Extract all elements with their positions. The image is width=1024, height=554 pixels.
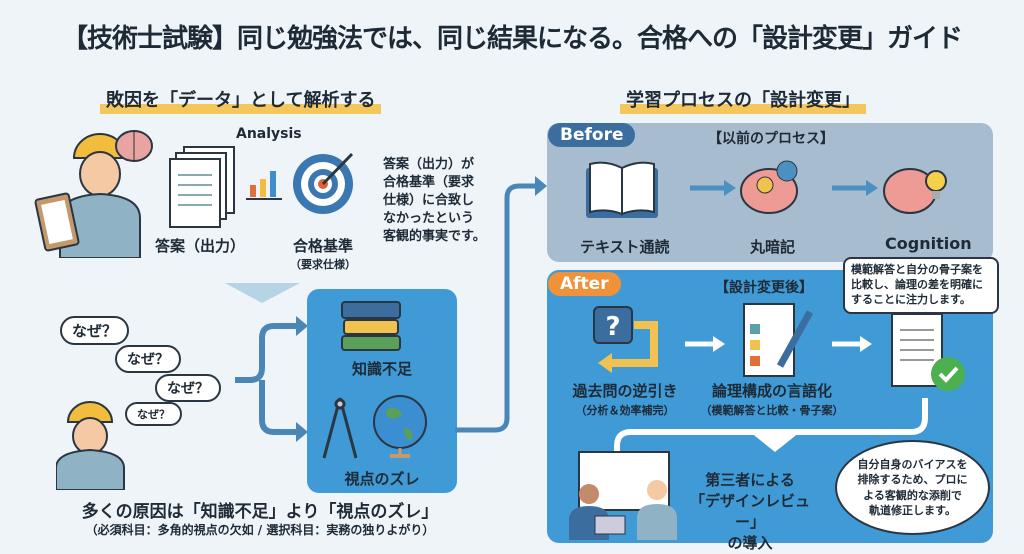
connector-arrow (455, 176, 547, 433)
question-reverse-icon: ? (593, 306, 658, 373)
approved-document-icon (891, 313, 965, 391)
after-badge: After (548, 272, 621, 296)
analysis-label: Analysis (236, 126, 302, 142)
criteria-sub: （要求仕様） (290, 258, 356, 271)
svg-text:?: ? (605, 312, 620, 342)
conclusion-sub: （必須科目：多角的視点の欠如 / 選択科目：実務の独りよがり） (85, 523, 435, 537)
left-heading: 敗因を「データ」として解析する (100, 86, 382, 114)
after-title: 【設計変更後】 (715, 280, 813, 296)
branch-arrows (235, 316, 308, 442)
review-label: 第三者による「デザインレビュー」の導入 (690, 471, 811, 552)
arrow-right-icon (832, 336, 872, 352)
fact-text: 答案（出力）が合格基準（要求仕様）に合致しなかったという客観的事実です。 (383, 157, 486, 244)
cause-knowledge: 知識不足 (351, 360, 412, 378)
cause-perspective: 視点のズレ (344, 470, 420, 488)
after-step-1-sub: （分析＆効率補完） (575, 404, 675, 417)
right-heading: 学習プロセスの「設計変更」 (620, 86, 866, 114)
target-icon (293, 152, 354, 214)
before-step-1: テキスト通読 (580, 238, 670, 256)
thinking-engineer-icon (56, 401, 125, 490)
why-bubble-1: なぜ？ (60, 316, 130, 345)
compass-and-globe-icon (322, 395, 427, 459)
review-note-bubble: 自分自身のバイアスを排除するため、プロによる客観的な添削で軌道修正します。 (835, 440, 990, 535)
brain-lightbulb-icon (883, 168, 947, 214)
brain-gears-icon (740, 160, 798, 214)
why-bubble-4: なぜ？ (125, 402, 182, 426)
after-step-1: 過去問の逆引き (572, 382, 678, 400)
before-step-3: Cognition (885, 234, 972, 253)
engineer-with-clipboard-icon (34, 133, 141, 258)
criteria-label: 合格基準 (292, 237, 353, 255)
brain-icon (115, 130, 153, 162)
after-step-2-sub: （模範解答と比較・骨子案） (700, 404, 844, 417)
after-step-2: 論理構成の言語化 (711, 382, 832, 400)
loop-arrow (614, 398, 928, 454)
down-arrow-icon (225, 283, 300, 303)
before-title: 【以前のプロセス】 (708, 131, 834, 147)
before-badge: Before (548, 123, 636, 147)
answer-label: 答案（出力） (155, 237, 246, 255)
arrow-right-icon (690, 180, 736, 196)
why-bubble-2: なぜ？ (115, 345, 181, 373)
document-pen-icon (743, 303, 814, 377)
before-step-2: 丸暗記 (750, 238, 796, 256)
arrow-right-icon (832, 180, 878, 196)
books-icon (341, 301, 401, 351)
page-title: 【技術士試験】同じ勉強法では、同じ結果になる。合格への「設計変更」ガイド (61, 24, 963, 54)
callout-bubble: 模範解答と自分の骨子案を比較し、論理の差を明確にすることに注力します。 (843, 257, 999, 314)
conclusion: 多くの原因は「知識不足」より「視点のズレ」 (81, 502, 439, 522)
documents-icon (169, 146, 235, 228)
arrow-right-icon (685, 336, 725, 352)
bar-chart-icon (246, 171, 282, 200)
design-review-meeting-icon (569, 451, 677, 540)
open-book-icon (586, 161, 658, 218)
why-bubble-3: なぜ？ (155, 374, 221, 402)
